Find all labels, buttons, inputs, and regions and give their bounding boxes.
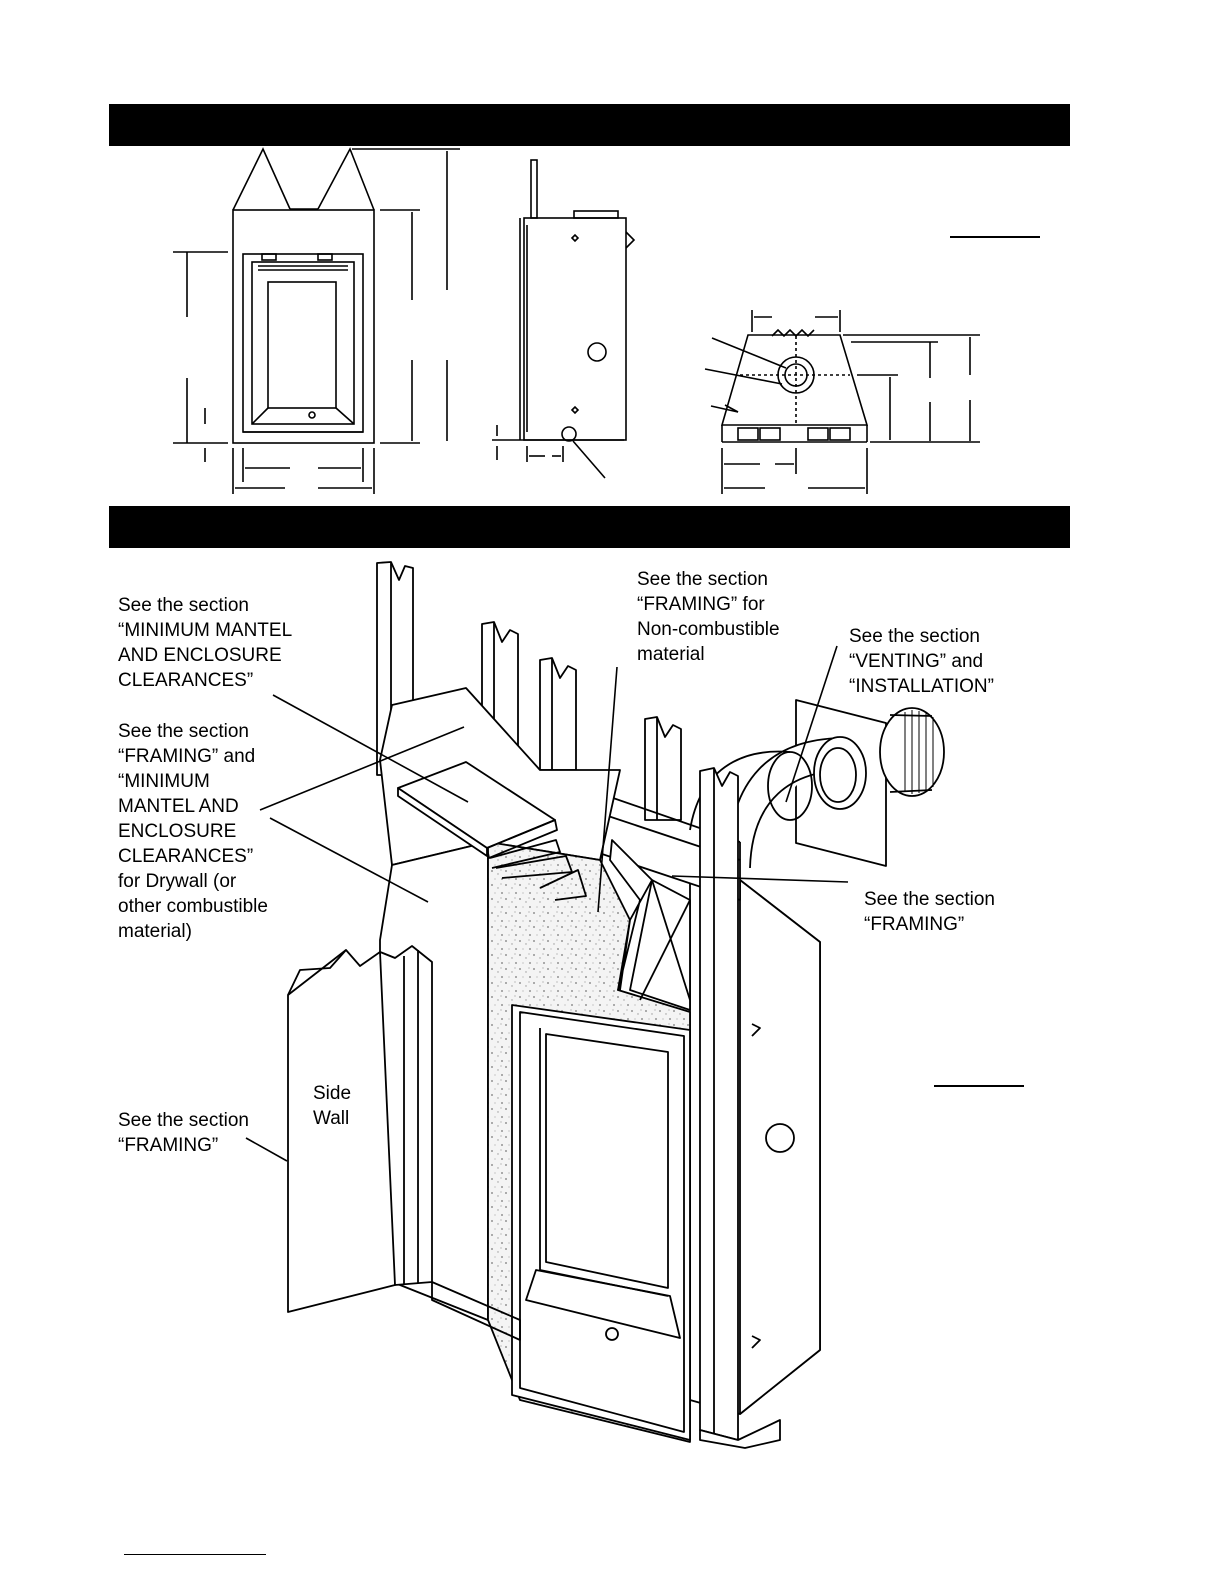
- bottom-plate: [431, 1281, 521, 1341]
- section-header-bar-dimensions: [109, 104, 1070, 146]
- callout-venting: See the section “VENTING” and “INSTALLAT…: [849, 626, 994, 697]
- vent-cap-ribs: [904, 710, 934, 794]
- side-wall-panel: [287, 945, 433, 1313]
- callout-framing-left: See the section “FRAMING”: [118, 1110, 249, 1156]
- note-rule-top: [950, 236, 1040, 238]
- note-rule-bottom: [934, 1085, 1024, 1087]
- callout-mantel-clearances: See the section “MINIMUM MANTEL AND ENCL…: [118, 595, 293, 691]
- page-footer-rule: [124, 1554, 266, 1555]
- section-header-bar-framing: [109, 506, 1070, 548]
- mantel-shelf: [397, 761, 587, 901]
- firebox-front: [511, 1004, 691, 1441]
- side-view-drawing: [492, 159, 636, 479]
- leader-lines: [245, 645, 849, 1162]
- brace: [609, 839, 691, 1011]
- callout-framing-right: See the section “FRAMING”: [864, 889, 995, 935]
- front-stud: [699, 767, 781, 1449]
- top-view-drawing: [704, 310, 980, 494]
- vent-pipe: [689, 699, 945, 869]
- callout-noncombustible: See the section “FRAMING” for Non-combus…: [637, 569, 780, 665]
- callout-drywall: See the section “FRAMING” and “MINIMUM M…: [118, 721, 268, 942]
- side-wall-label: Side Wall: [313, 1083, 352, 1129]
- front-view-drawing: [173, 147, 460, 494]
